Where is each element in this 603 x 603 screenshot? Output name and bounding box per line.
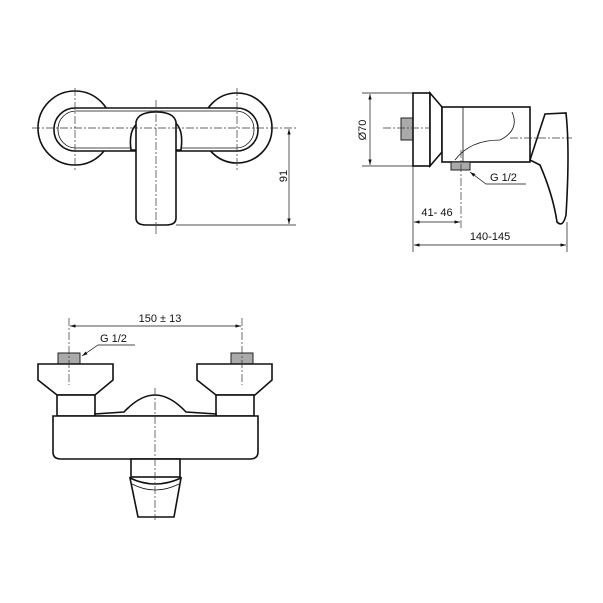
left-connector-stem [56,394,96,417]
dim-total: 140-145 [470,231,510,243]
dim-offset: 41- 46 [421,207,452,219]
mixer-body [52,415,259,460]
plate-taper [429,90,443,169]
side-view: Ø70 G 1/2 41- 46 140-145 [357,90,572,252]
outlet-stem [130,458,181,478]
valve-body [441,106,531,163]
leader-line [469,171,526,185]
front-view: 150 ± 13 G 1/2 [37,313,273,520]
side-thread-label: G 1/2 [490,172,517,184]
body-hump [94,394,217,417]
body-contour [454,111,515,161]
top-view: 91 [32,88,298,236]
right-connector-stem [215,394,255,417]
wall-plate [412,92,431,167]
dim-depth: 91 [278,170,290,182]
side-lever [529,112,569,225]
outlet-thread [450,161,471,171]
left-connector [37,363,114,396]
outlet-cone [128,476,183,518]
leader-line [81,344,135,357]
front-thread-label: G 1/2 [100,333,127,345]
dim-diameter: Ø70 [357,120,369,141]
thread-stub-back [400,117,414,141]
right-connector [196,363,273,396]
dim-spacing: 150 ± 13 [139,313,182,325]
lever-handle [135,111,177,226]
